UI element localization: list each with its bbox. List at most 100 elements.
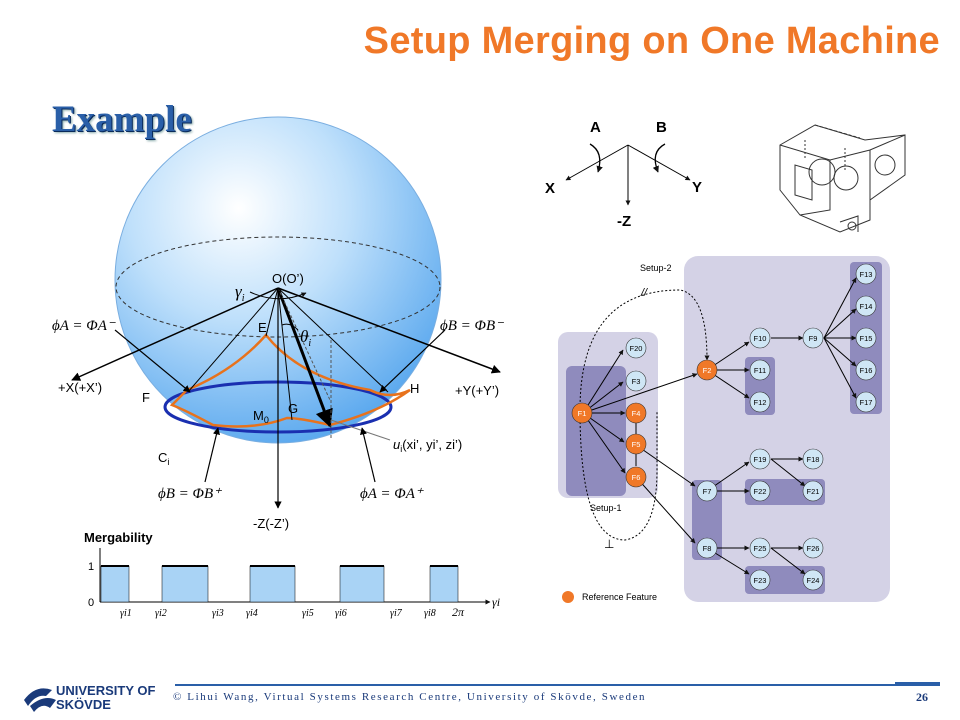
node-f19 [749,448,771,470]
footer-divider [175,684,940,686]
university-name: UNIVERSITY OF SKÖVDE [56,683,156,712]
node-f9 [802,327,824,349]
orange-curve [169,333,411,428]
label-ui: u [393,437,400,452]
mergeability-y1: 1 [88,561,94,573]
svg-text:M0: M0 [253,408,269,425]
tick-gamma-4: γi4 [246,608,258,619]
svg-text:F25: F25 [754,544,767,553]
svg-text:F2: F2 [703,366,712,375]
label-theta: θ [300,327,308,346]
svg-text:F18: F18 [807,455,820,464]
tick-2pi: 2π [452,605,465,619]
axis-label-a: A [590,119,601,136]
svg-text:F23: F23 [754,576,767,585]
label-e: E [258,320,267,335]
node-f21 [802,480,824,502]
label-phi-b-minus: ϕB = ΦB⁻ [440,318,504,334]
node-f4 [625,402,647,424]
graph-nodes: F20 F3 F1 F4 F5 F6 F2 F10 F11 F12 F9 F13… [571,263,877,591]
footer-copyright: © Lihui Wang, Virtual Systems Research C… [173,691,647,703]
svg-text:F24: F24 [807,576,820,585]
svg-text:F15: F15 [860,334,873,343]
mergeability-x-label: γi [492,595,500,609]
tick-gamma-2: γi2 [155,608,167,619]
node-f5 [625,433,647,455]
label-y-axis: +Y(+Y’) [455,383,499,398]
svg-text:F11: F11 [754,366,766,375]
setup2-region [684,256,890,602]
node-f11 [749,359,771,381]
mergeability-chart: Mergability 1 0 γi1 γi2 γi3 γi4 γi5 γi6 … [84,530,500,619]
node-f18 [802,448,824,470]
label-gamma: γ [235,282,243,301]
node-f12 [749,391,771,413]
node-f23 [749,569,771,591]
node-f7 [696,480,718,502]
perpendicular-symbol: ⊥ [604,537,614,551]
svg-text:F9: F9 [809,334,818,343]
node-f1 [571,402,593,424]
merge-block-4 [339,565,385,603]
axis-label-y: Y [692,179,702,196]
ray-y [277,287,501,374]
label-h: H [410,381,419,396]
node-f22 [749,480,771,502]
page-number: 26 [916,690,928,704]
ray-ui [276,287,333,428]
tick-gamma-7: γi7 [390,608,403,619]
svg-text:F4: F4 [632,409,641,418]
merge-block-1 [100,565,130,603]
svg-text:F13: F13 [860,270,873,279]
node-f8 [696,537,718,559]
svg-text:F26: F26 [807,544,820,553]
svg-text:F17: F17 [860,398,873,407]
mergeability-title: Mergability [84,530,153,545]
tick-gamma-5: γi5 [302,608,314,619]
axis-label-z: -Z [617,213,631,230]
setup2-label: Setup-2 [640,263,672,273]
label-f: F [142,390,150,405]
merge-block-2 [161,565,209,603]
footer-accent [895,682,940,685]
label-phi-b-plus: ϕB = ΦB⁺ [158,486,222,502]
svg-text:γi: γi [235,282,245,304]
node-f17 [855,391,877,413]
node-f10 [749,327,771,349]
svg-text:F19: F19 [754,455,767,464]
label-z-axis: -Z(-Z’) [253,516,289,531]
label-phi-a-plus: ϕA = ΦA⁺ [360,486,424,502]
svg-text:F8: F8 [703,544,712,553]
svg-text:F20: F20 [630,344,643,353]
ray-ui-dashed [277,287,331,401]
sphere-diagram: O(O’) γi θi ϕA = ΦA⁻ ϕB = ΦB⁻ ϕB = ΦB⁺ ϕ… [52,116,504,531]
legend-reference-label: Reference Feature [582,592,657,602]
legend-reference-marker [562,591,574,603]
svg-text:ui(xi’, yi’, zi’): ui(xi’, yi’, zi’) [393,437,462,454]
tick-gamma-1: γi1 [120,608,132,619]
node-f3 [625,370,647,392]
feature-graph: Setup-2 Setup-1 // ⊥ [558,256,890,603]
tick-gamma-8: γi8 [424,608,436,619]
svg-text:F5: F5 [632,440,641,449]
example-heading: Example [52,99,192,140]
node-f6 [625,466,647,488]
node-f25 [749,537,771,559]
node-f15 [855,327,877,349]
svg-text:F7: F7 [703,487,712,496]
axis-label-b: B [656,119,667,136]
tick-gamma-6: γi6 [335,608,347,619]
ray-x [71,287,279,381]
workpiece-sketch [779,124,906,233]
tick-gamma-3: γi3 [212,608,224,619]
merge-block-3 [249,565,296,603]
setup1-label: Setup-1 [590,503,622,513]
svg-text:Ci: Ci [158,450,169,467]
node-f24 [802,569,824,591]
svg-text:F10: F10 [754,334,767,343]
svg-text:F21: F21 [807,487,820,496]
merge-block-5 [429,565,459,603]
svg-text:F16: F16 [860,366,873,375]
node-f16 [855,359,877,381]
node-f26 [802,537,824,559]
